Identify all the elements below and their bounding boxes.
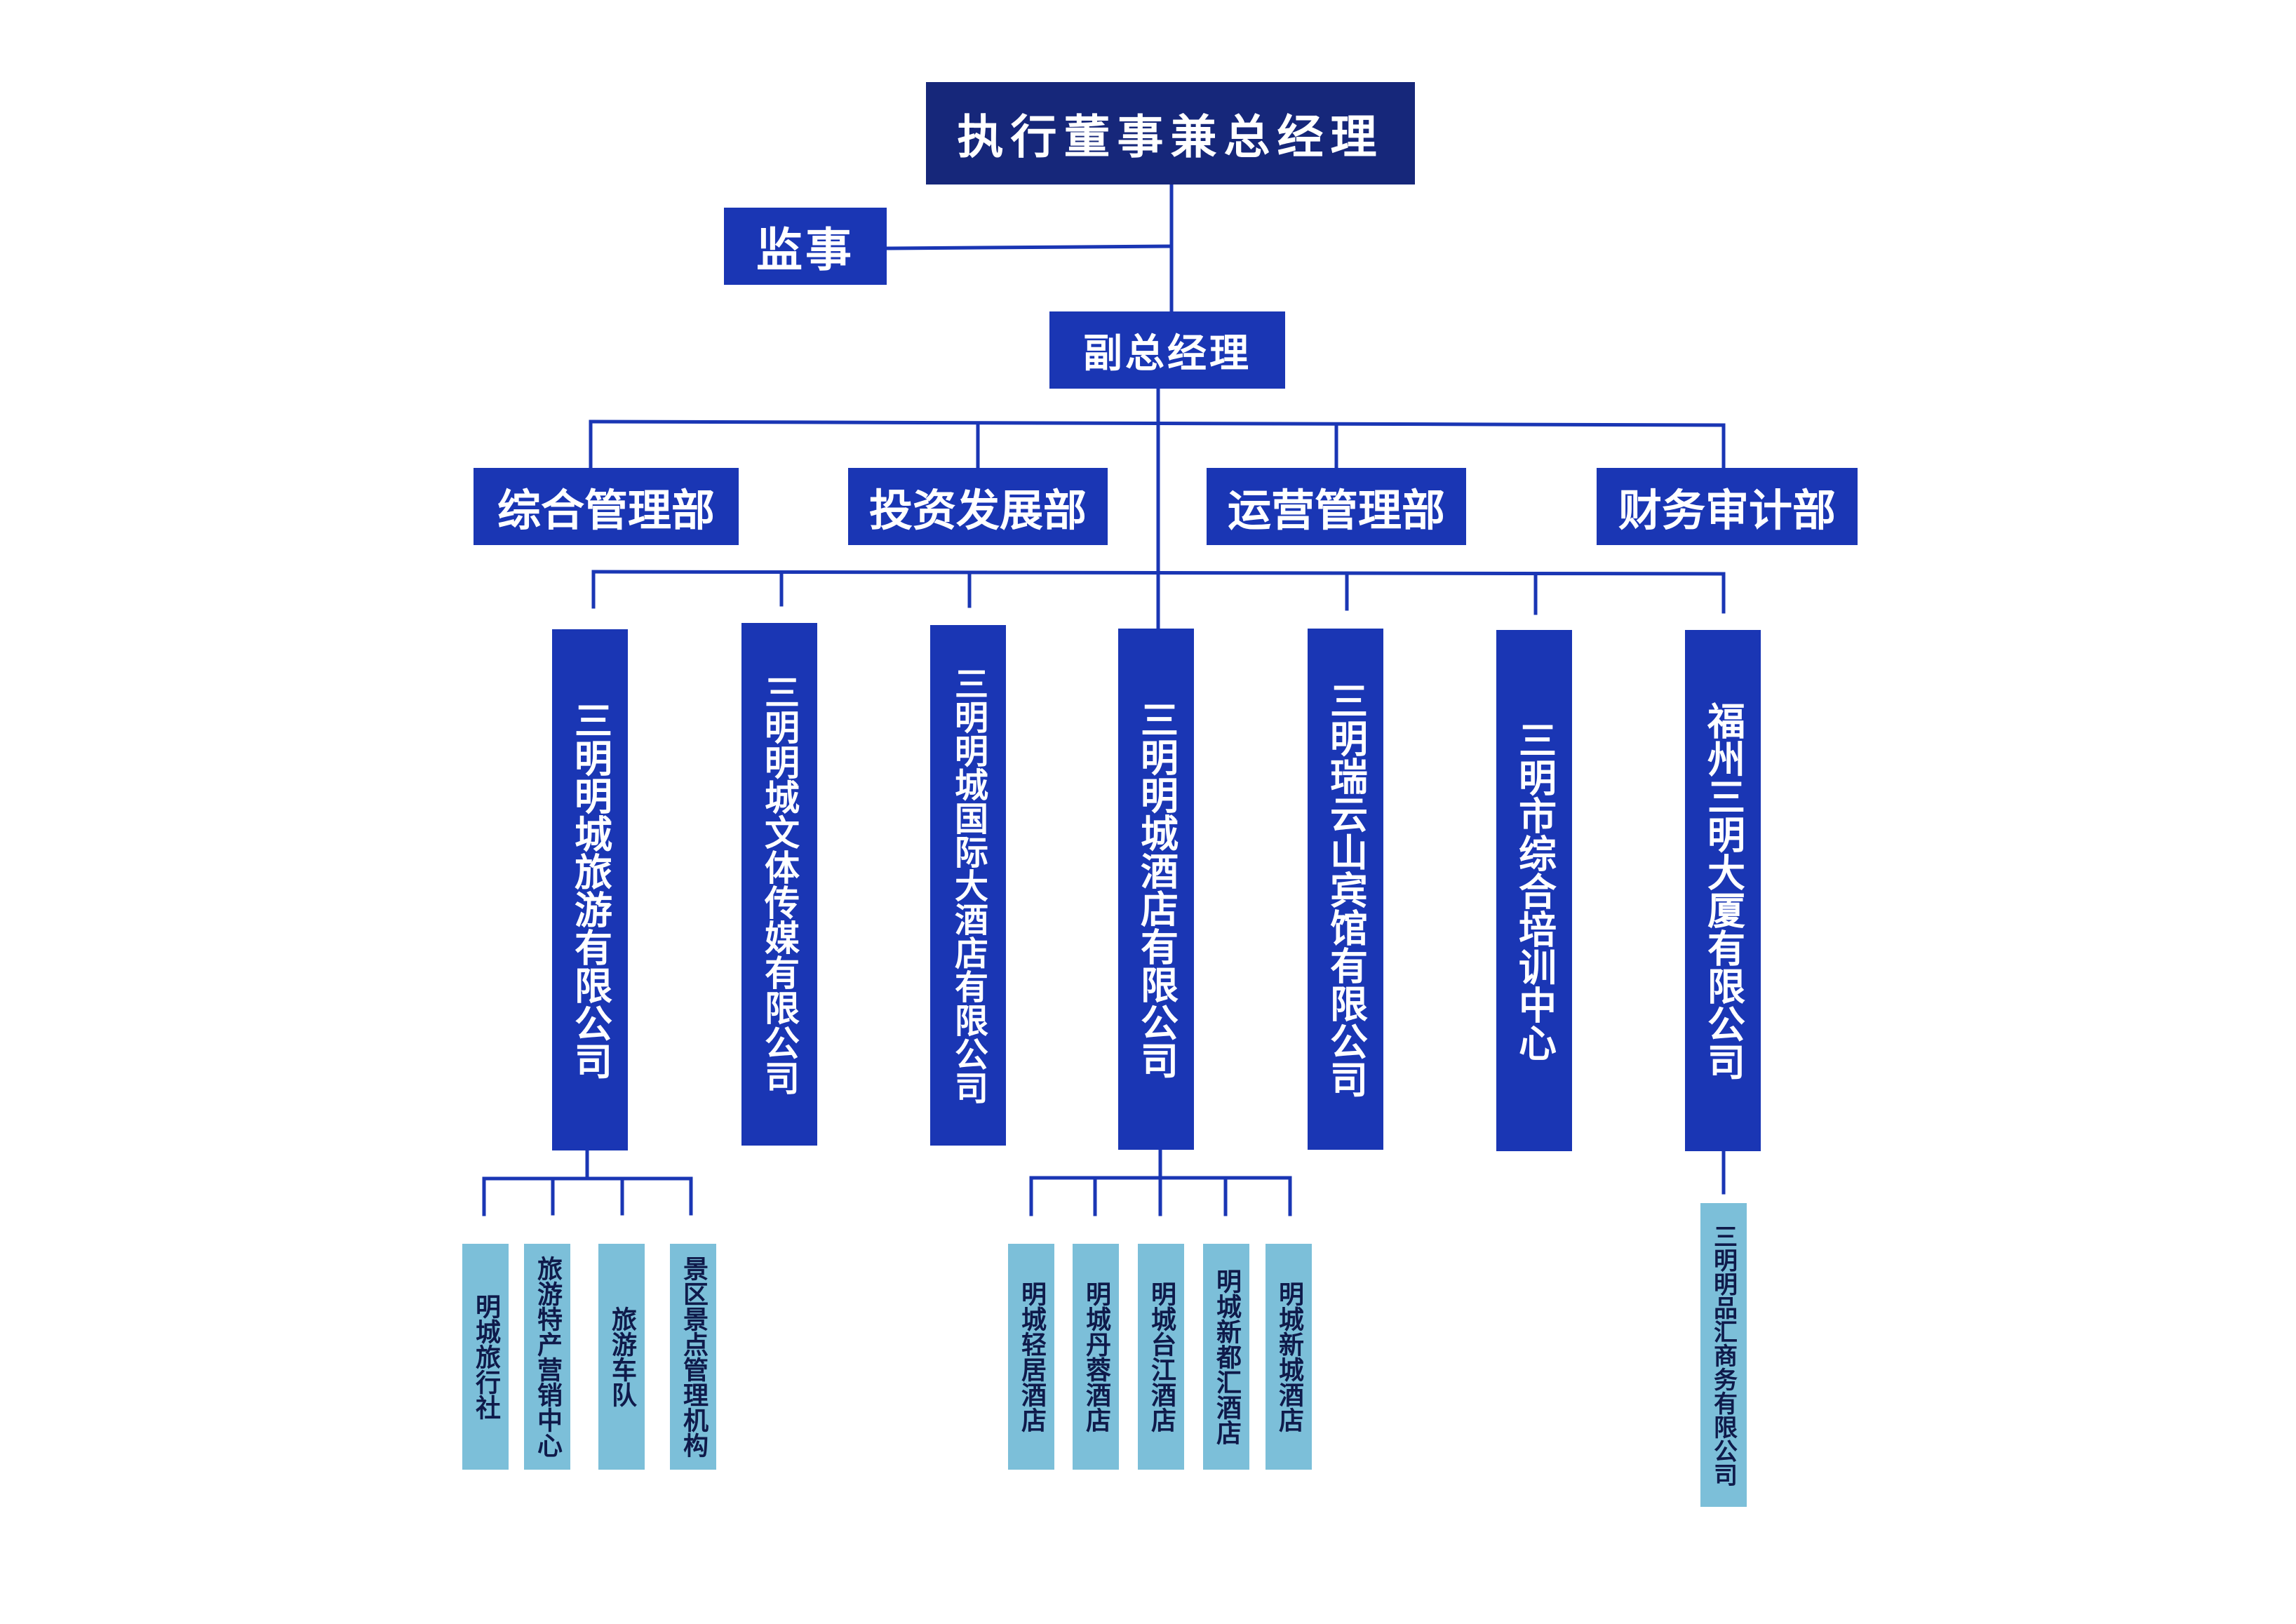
dept-finance-audit: 财务审计部: [1597, 468, 1858, 545]
unit-mingcheng-xinduhui-hotel: 明城新都汇酒店: [1203, 1244, 1249, 1470]
company-mingcheng-hotel: 三明明城酒店有限公司: [1118, 629, 1194, 1150]
connector-line: [589, 420, 1726, 427]
unit-mingcheng-danrong-hotel: 明城丹蓉酒店: [1073, 1244, 1119, 1470]
company-mingcheng-tourism: 三明明城旅游有限公司: [552, 629, 628, 1150]
unit-sanming-minghui-business: 三明明品汇商务有限公司: [1700, 1203, 1747, 1507]
company-sanming-training-center: 三明市综合培训中心: [1496, 630, 1572, 1151]
company-mingcheng-international-hotel: 三明明城国际大酒店有限公司: [930, 625, 1006, 1146]
company-ruiyunshan-guesthouse: 三明瑞云山宾馆有限公司: [1308, 629, 1383, 1150]
company-mingcheng-culture-media: 三明明城文体传媒有限公司: [741, 623, 817, 1146]
unit-tourism-fleet: 旅游车队: [598, 1244, 645, 1470]
unit-mingcheng-travel-agency: 明城旅行社: [462, 1244, 509, 1470]
dept-operations-management: 运营管理部: [1207, 468, 1466, 545]
dept-general-management: 综合管理部: [474, 468, 739, 545]
unit-scenic-spot-management: 景区景点管理机构: [670, 1244, 716, 1470]
connector-line: [885, 244, 1174, 250]
supervisor-box: 监事: [724, 208, 887, 285]
deputy-manager-box: 副总经理: [1049, 311, 1285, 389]
connector-line: [591, 570, 1726, 576]
unit-mingcheng-qingju-hotel: 明城轻居酒店: [1008, 1244, 1054, 1470]
unit-mingcheng-taijiang-hotel: 明城台江酒店: [1138, 1244, 1184, 1470]
unit-tourism-specialty-marketing: 旅游特产营销中心: [524, 1244, 570, 1470]
dept-investment-development: 投资发展部: [848, 468, 1108, 545]
unit-mingcheng-xincheng-hotel: 明城新城酒店: [1266, 1244, 1312, 1470]
top-executive-box: 执行董事兼总经理: [926, 82, 1415, 184]
company-fuzhou-sanming-building: 福州三明大厦有限公司: [1685, 630, 1761, 1151]
